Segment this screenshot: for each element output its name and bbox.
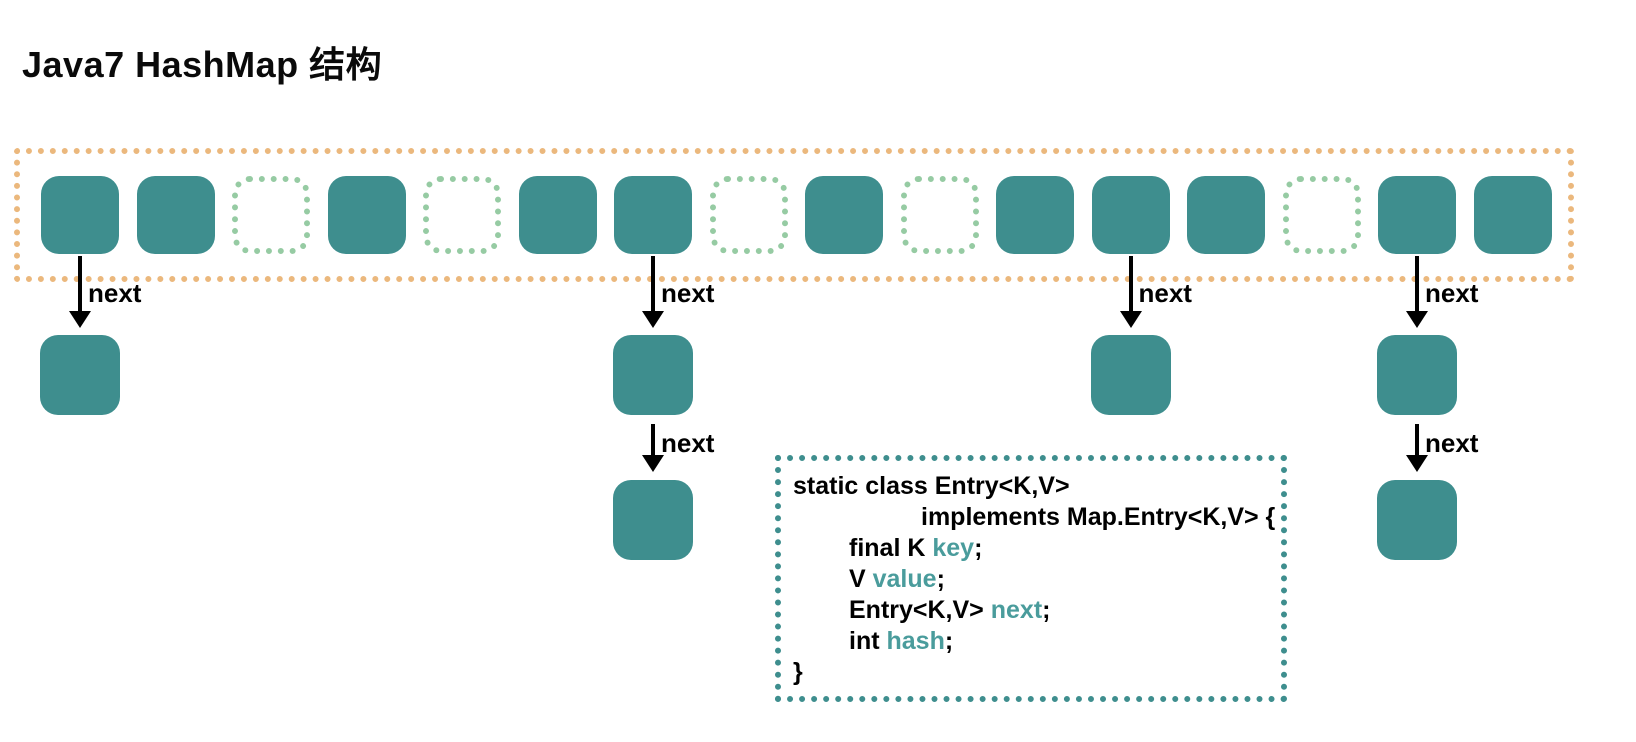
code-line: } — [793, 657, 1273, 688]
code-line: Entry<K,V> next; — [793, 595, 1273, 626]
code-text: final K — [849, 534, 933, 562]
entry-node — [1090, 335, 1171, 415]
code-line: final K key; — [793, 533, 1273, 564]
entry-node — [613, 335, 693, 415]
next-arrow — [1406, 424, 1428, 472]
bucket-cell-filled — [1473, 176, 1552, 254]
bucket-cell-empty — [423, 176, 501, 254]
code-keyword: value — [872, 565, 937, 593]
entry-node — [40, 335, 120, 415]
code-keyword: hash — [886, 627, 945, 655]
bucket-cell-filled — [614, 176, 692, 254]
next-arrow — [1119, 256, 1142, 328]
bucket-cell-filled — [136, 176, 215, 254]
code-line: V value; — [793, 564, 1273, 595]
next-arrow — [642, 256, 664, 328]
bucket-cell-empty — [900, 176, 979, 254]
code-text: } — [793, 658, 803, 686]
bucket-cell-filled — [518, 176, 597, 254]
next-label: next — [88, 278, 142, 308]
entry-node — [1377, 335, 1457, 415]
code-text: ; — [974, 534, 983, 562]
diagram-title: Java7 HashMap 结构 — [22, 44, 383, 85]
code-keyword: next — [990, 596, 1043, 624]
bucket-cell-filled — [41, 176, 119, 254]
next-label: next — [1425, 278, 1479, 308]
bucket-cell-filled — [805, 176, 883, 254]
entry-node — [613, 480, 693, 560]
bucket-cell-empty — [232, 176, 310, 254]
code-line: int hash; — [793, 626, 1273, 657]
code-text: ; — [936, 565, 945, 593]
next-arrow — [1406, 256, 1428, 328]
bucket-array — [14, 148, 1574, 282]
code-text: static class Entry<K,V> — [793, 472, 1070, 500]
code-keyword: key — [932, 534, 975, 562]
code-text: int — [849, 627, 887, 655]
bucket-cell-filled — [1187, 176, 1265, 254]
bucket-cell-filled — [996, 176, 1074, 254]
entry-node — [1377, 480, 1457, 560]
bucket-cell-filled — [327, 176, 406, 254]
bucket-cell-filled — [1091, 176, 1170, 254]
bucket-cell-filled — [1378, 176, 1456, 254]
code-line: static class Entry<K,V> — [793, 471, 1273, 502]
code-text: implements Map.Entry<K,V> { — [921, 503, 1276, 531]
next-label: next — [661, 428, 715, 458]
code-text: ; — [1042, 596, 1051, 624]
next-label: next — [1425, 428, 1479, 458]
bucket-cell-empty — [709, 176, 788, 254]
next-arrow — [69, 256, 91, 328]
entry-class-code-block: static class Entry<K,V> implements Map.En… — [775, 455, 1287, 702]
code-line: implements Map.Entry<K,V> { — [793, 502, 1276, 533]
code-text: V — [849, 565, 873, 593]
next-label: next — [1138, 278, 1192, 308]
next-arrow — [642, 424, 664, 472]
bucket-cell-empty — [1282, 176, 1361, 254]
next-label: next — [661, 278, 715, 308]
code-text: ; — [944, 627, 954, 655]
code-text: Entry<K,V> — [849, 596, 991, 624]
